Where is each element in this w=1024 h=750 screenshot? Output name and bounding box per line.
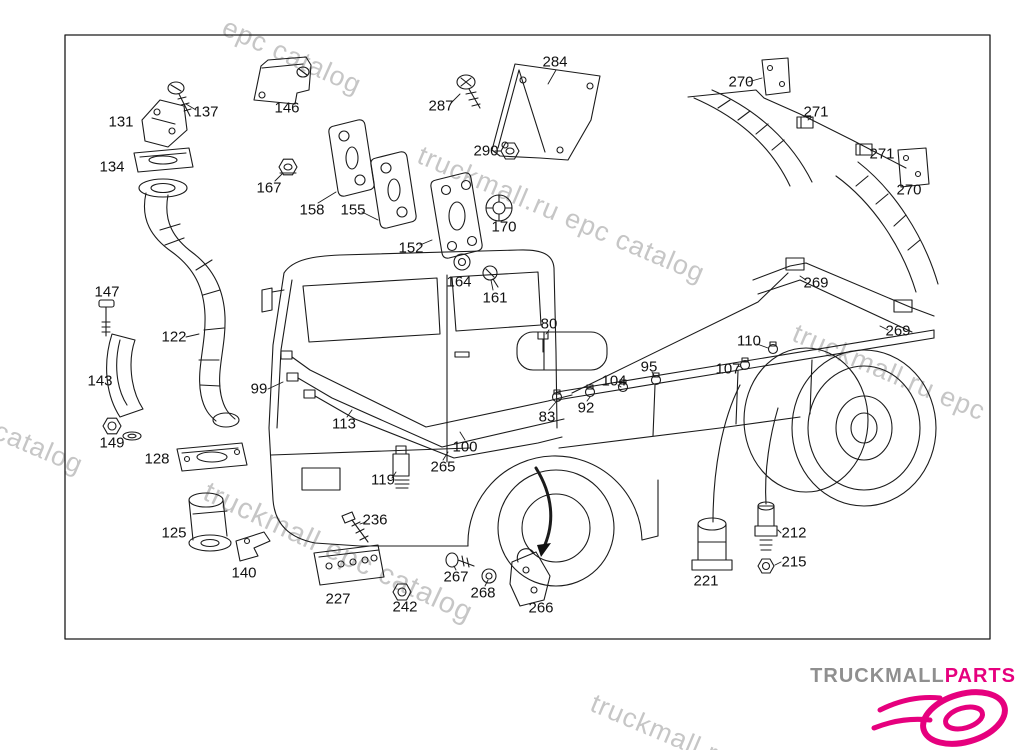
- air-lines: [280, 272, 789, 459]
- bottom-sensors: [691, 384, 779, 574]
- diagram-border: [64, 34, 991, 640]
- rear-wheels: [743, 347, 937, 507]
- truck-cab: [261, 249, 659, 587]
- leader-lines: [185, 69, 889, 587]
- logo: TRUCKMALLPARTS: [810, 665, 1016, 748]
- exhaust-parts-left: [98, 81, 271, 562]
- logo-text-truckmall: TRUCKMALL: [810, 665, 945, 687]
- frame-sensors: [392, 341, 779, 489]
- chassis-frame: [556, 329, 935, 449]
- logo-text: TRUCKMALLPARTS: [810, 665, 1016, 688]
- bottom-parts: [313, 466, 553, 607]
- logo-text-parts: PARTS: [944, 665, 1016, 687]
- frame-detail-top-right: [687, 57, 939, 333]
- logo-wheel-icon: [871, 689, 1008, 747]
- gaskets-and-shield-top: [253, 56, 601, 288]
